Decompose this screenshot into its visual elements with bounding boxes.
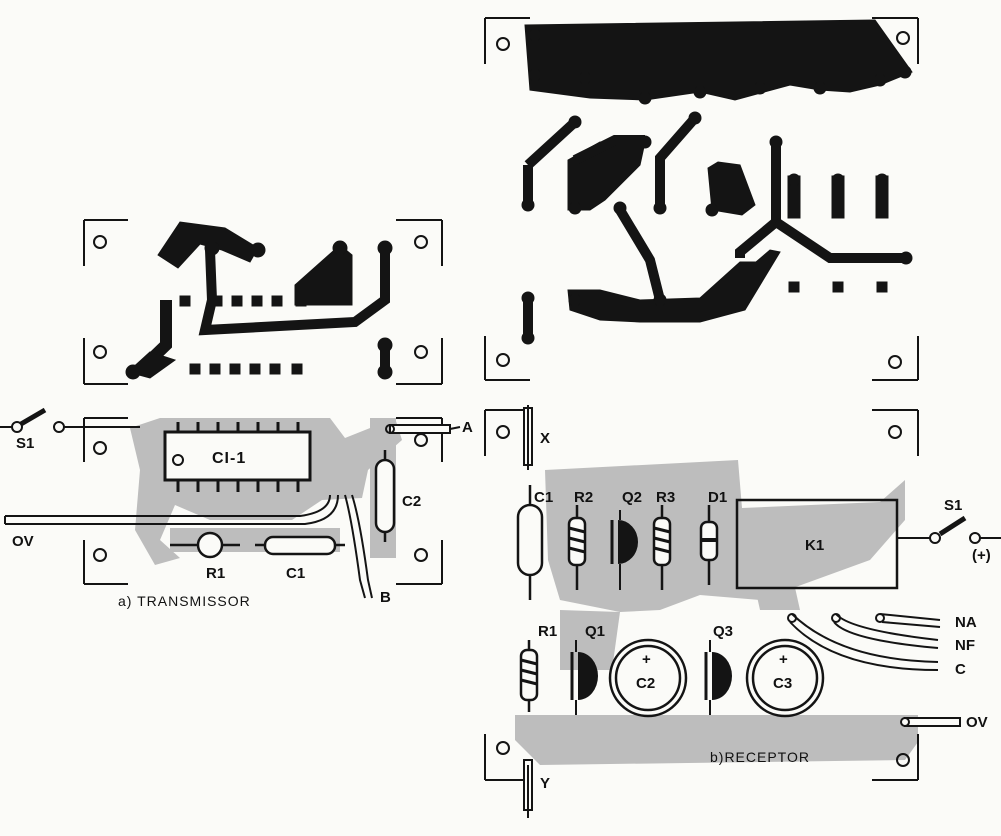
label-r1: R1 xyxy=(206,565,225,582)
label-c2: C2 xyxy=(402,493,421,510)
label-ov: OV xyxy=(12,533,34,550)
label-rc1: C1 xyxy=(534,489,553,506)
label-c1: C1 xyxy=(286,565,305,582)
wire-ov xyxy=(4,494,339,525)
label-r2: R2 xyxy=(574,489,593,506)
resistor-r1 xyxy=(170,531,240,559)
ic-ci-1 xyxy=(163,422,312,492)
capacitor-c1 xyxy=(255,535,345,556)
label-rr1: R1 xyxy=(538,623,557,640)
label-x: X xyxy=(540,430,550,447)
receiver-capacitor-c1 xyxy=(516,485,544,600)
resistor-r2 xyxy=(567,505,587,590)
label-rc3: C3 xyxy=(773,675,792,692)
label-q2: Q2 xyxy=(622,489,642,506)
label-a: A xyxy=(462,419,473,436)
receiver-switch-s1 xyxy=(897,515,1001,544)
label-nf: NF xyxy=(955,637,975,654)
transmitter-copper-layout xyxy=(83,219,443,385)
wire-y xyxy=(523,759,533,818)
relay-k1 xyxy=(735,498,899,590)
transistor-q1 xyxy=(570,640,598,715)
label-ci-1: CI-1 xyxy=(212,450,246,467)
relay-contact-wires xyxy=(787,613,941,671)
receptor-caption: b)RECEPTOR xyxy=(710,749,810,765)
label-c2-pol: + xyxy=(642,651,651,668)
electrolytic-capacitor-c2 xyxy=(608,638,688,718)
receiver-resistor-r1 xyxy=(519,640,539,712)
label-rov: OV xyxy=(966,714,988,731)
label-d1: D1 xyxy=(708,489,727,506)
transistor-q3 xyxy=(704,640,732,715)
label-s1: S1 xyxy=(16,435,34,452)
diode-d1 xyxy=(699,505,719,585)
electrolytic-capacitor-c3 xyxy=(745,638,825,718)
wire-x xyxy=(523,405,533,470)
label-rc2: C2 xyxy=(636,675,655,692)
wire-b xyxy=(351,494,373,599)
label-c: C xyxy=(955,661,966,678)
label-plus: (+) xyxy=(972,547,991,564)
label-c3-pol: + xyxy=(779,651,788,668)
transmissor-caption: a) TRANSMISSOR xyxy=(118,593,251,609)
receiver-copper-layout xyxy=(484,17,919,381)
receiver-labels: X Y C1 R2 Q2 R3 D1 K1 S1 (+) NA NF C R1 … xyxy=(534,430,991,792)
label-r3: R3 xyxy=(656,489,675,506)
receiver-component-layout xyxy=(484,405,1001,818)
label-k1: K1 xyxy=(805,537,824,554)
transistor-q2 xyxy=(610,510,638,590)
label-na: NA xyxy=(955,614,977,631)
label-b: B xyxy=(380,589,391,606)
label-q3: Q3 xyxy=(713,623,733,640)
label-y: Y xyxy=(540,775,550,792)
switch-s1 xyxy=(0,407,140,433)
wire-a xyxy=(385,424,461,434)
label-rs1: S1 xyxy=(944,497,962,514)
receiver-wire-ov xyxy=(900,717,961,727)
capacitor-c2 xyxy=(374,450,396,542)
transmitter-labels: S1 A OV CI-1 C2 R1 C1 B a) TRANSMISSOR xyxy=(12,419,473,609)
transmitter-component-layout xyxy=(0,407,461,599)
label-q1: Q1 xyxy=(585,623,605,640)
resistor-r3 xyxy=(652,505,672,590)
